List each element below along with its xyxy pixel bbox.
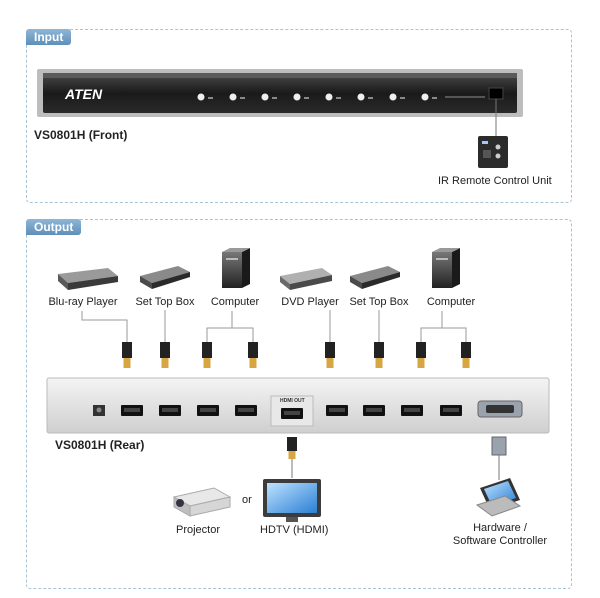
hdmi-plug-icon xyxy=(325,342,335,368)
input-tab: Input xyxy=(26,29,72,45)
hdmi-plug-icon xyxy=(416,342,426,368)
hdtv-label: HDTV (HDMI) xyxy=(260,524,329,536)
output-tab: Output xyxy=(26,219,82,235)
output-panel xyxy=(26,219,572,589)
front-button-8[interactable] xyxy=(421,93,438,101)
source-label-5: Set Top Box xyxy=(349,296,409,308)
vs0801h-front-unit xyxy=(37,69,523,138)
hdtv-monitor-icon xyxy=(263,479,321,522)
set-top-box-icon xyxy=(140,266,190,289)
projector-icon xyxy=(172,487,232,517)
hdmi-connector-icons xyxy=(122,342,471,368)
front-button-3[interactable] xyxy=(261,93,278,101)
projector-label: Projector xyxy=(176,524,221,536)
hdmi-output-port xyxy=(281,408,303,419)
controller-label-line2: Software Controller xyxy=(452,535,548,547)
set-top-box-icon xyxy=(350,266,400,289)
remote-label: IR Remote Control Unit xyxy=(438,175,552,187)
bluray-player-icon xyxy=(58,268,118,290)
hdmi-out-label: HDMI OUT xyxy=(280,398,305,404)
hdmi-input-port-8 xyxy=(440,405,462,416)
source-label-3: Computer xyxy=(210,296,260,308)
hdmi-input-port-6 xyxy=(363,405,385,416)
hdmi-input-port-7 xyxy=(401,405,423,416)
hdmi-input-port-4 xyxy=(235,405,257,416)
source-label-6: Computer xyxy=(426,296,476,308)
controller-label-line1: Hardware / xyxy=(473,522,527,534)
source-label-4: DVD Player xyxy=(281,296,339,308)
or-label: or xyxy=(242,494,252,506)
front-unit-label: VS0801H (Front) xyxy=(34,128,128,142)
power-jack-icon xyxy=(93,405,105,416)
hdmi-input-port-3 xyxy=(197,405,219,416)
computer-tower-icon xyxy=(222,248,250,288)
hdmi-plug-icon xyxy=(160,342,170,368)
hdmi-input-port-1 xyxy=(121,405,143,416)
hdmi-input-port-5 xyxy=(326,405,348,416)
front-button-2[interactable] xyxy=(229,93,246,101)
serial-cable xyxy=(491,436,507,480)
hdmi-plug-icon xyxy=(374,342,384,368)
rear-unit-label: VS0801H (Rear) xyxy=(55,438,145,452)
input-panel xyxy=(26,29,572,203)
hdmi-plug-icon xyxy=(202,342,212,368)
brand-logo: ATEN xyxy=(65,86,103,102)
rs232-port-icon xyxy=(477,400,523,418)
front-button-6[interactable] xyxy=(357,93,374,101)
hdmi-plug-icon xyxy=(248,342,258,368)
dvd-player-icon xyxy=(280,268,332,290)
vs0801h-rear-unit xyxy=(46,377,550,434)
output-cable xyxy=(287,437,297,478)
source-cables xyxy=(81,310,467,342)
front-button-5[interactable] xyxy=(325,93,342,101)
hdmi-plug-icon xyxy=(461,342,471,368)
ir-remote-icon xyxy=(478,136,508,168)
source-label-2: Set Top Box xyxy=(135,296,195,308)
source-label-1: Blu-ray Player xyxy=(48,296,118,308)
front-button-7[interactable] xyxy=(389,93,406,101)
front-button-1[interactable] xyxy=(197,93,214,101)
computer-tower-icon xyxy=(432,248,460,288)
laptop-controller-icon xyxy=(475,478,522,517)
front-button-4[interactable] xyxy=(293,93,310,101)
hdmi-plug-icon xyxy=(122,342,132,368)
hdmi-input-port-2 xyxy=(159,405,181,416)
